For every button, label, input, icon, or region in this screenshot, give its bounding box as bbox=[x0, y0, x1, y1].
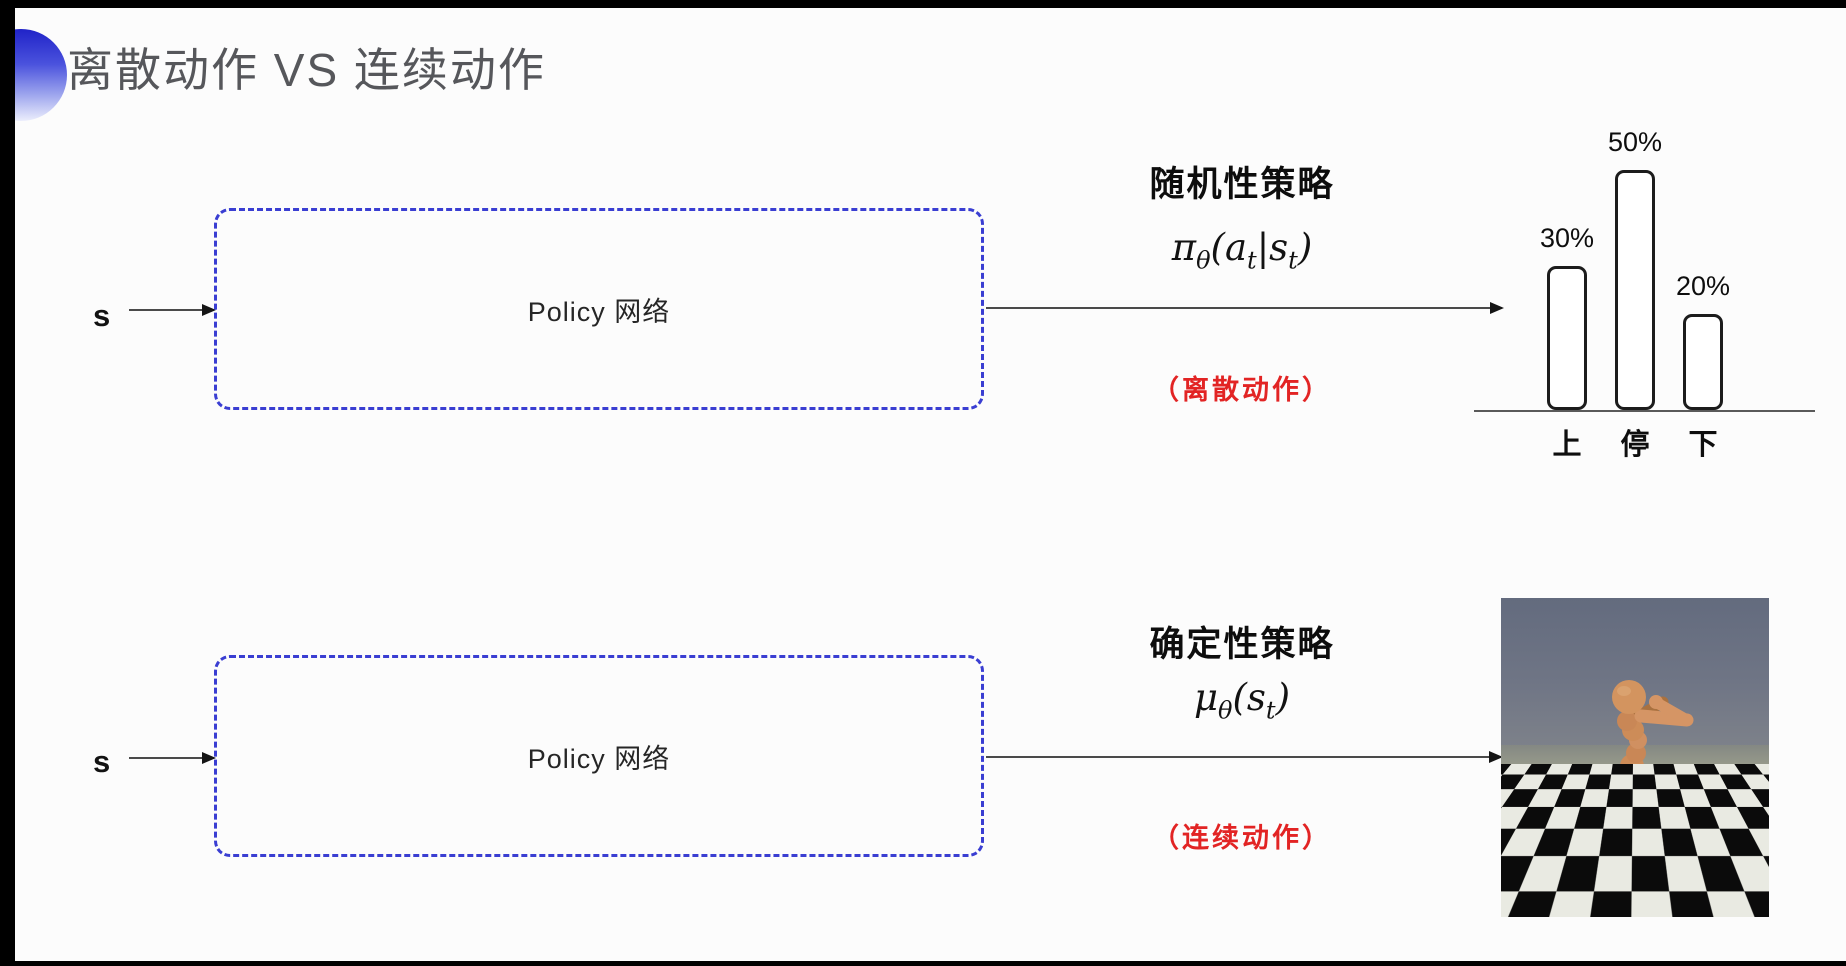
formula-subscript: t bbox=[1288, 246, 1298, 275]
state-input-label-bottom: s bbox=[93, 744, 111, 779]
state-input-label-top: s bbox=[93, 298, 111, 333]
policy-network-label-top: Policy 网络 bbox=[527, 296, 671, 327]
discrete-action-note: （离散动作） bbox=[1152, 375, 1332, 405]
deterministic-policy-title: 确定性策略 bbox=[1149, 625, 1335, 664]
probability-bar-column: 30% bbox=[1540, 103, 1594, 410]
bar-category-label: 上 bbox=[1552, 429, 1582, 461]
arrow-policy-to-output-top bbox=[986, 302, 1504, 314]
chart-category-labels: 上停下 bbox=[1474, 421, 1815, 463]
formula-part: |s bbox=[1256, 226, 1289, 269]
page-title: 离散动作 VS 连续动作 bbox=[67, 44, 546, 96]
slide-canvas: 离散动作 VS 连续动作 s Policy 网络 随机性策略 πθ(at|st)… bbox=[15, 8, 1846, 961]
stochastic-policy-title: 随机性策略 bbox=[1149, 165, 1335, 204]
title-accent-dot-icon bbox=[15, 29, 67, 121]
humanoid-robot-figure bbox=[1577, 680, 1694, 903]
humanoid-simulation-image bbox=[1501, 598, 1769, 917]
arrow-state-to-policy-top bbox=[129, 304, 216, 316]
chart-axis-baseline bbox=[1474, 410, 1815, 412]
probability-bar-column: 20% bbox=[1676, 103, 1730, 410]
bar-value-label: 20% bbox=[1675, 271, 1731, 301]
deterministic-policy-formula: μθ(st) bbox=[1062, 676, 1422, 724]
formula-symbol: π bbox=[1171, 226, 1197, 269]
bar-value-label: 50% bbox=[1607, 127, 1663, 157]
probability-bar bbox=[1615, 170, 1655, 410]
chart-bars-area: 30% 50% 20% bbox=[1474, 103, 1815, 410]
bar-category-label: 停 bbox=[1620, 429, 1650, 461]
arrow-policy-to-output-bottom bbox=[986, 751, 1503, 763]
formula-part: ) bbox=[1275, 676, 1291, 719]
stochastic-policy-formula: πθ(at|st) bbox=[1062, 226, 1422, 274]
policy-network-label-bottom: Policy 网络 bbox=[527, 743, 671, 774]
formula-subscript: t bbox=[1265, 696, 1276, 725]
arrow-state-to-policy-bottom bbox=[129, 752, 216, 764]
bar-value-label: 30% bbox=[1539, 223, 1595, 253]
formula-subscript: θ bbox=[1196, 246, 1211, 275]
formula-symbol: μ bbox=[1193, 676, 1219, 719]
policy-network-box-top: Policy 网络 bbox=[214, 208, 984, 410]
formula-part: (a bbox=[1210, 226, 1248, 269]
policy-network-box-bottom: Policy 网络 bbox=[214, 655, 984, 857]
action-probability-chart: 30% 50% 20% bbox=[1474, 103, 1815, 412]
formula-subscript: t bbox=[1247, 246, 1257, 275]
bar-category-label: 下 bbox=[1688, 429, 1718, 461]
probability-bar bbox=[1683, 314, 1723, 410]
formula-part: (s bbox=[1232, 676, 1266, 719]
probability-bar-column: 50% bbox=[1608, 103, 1662, 410]
formula-part: ) bbox=[1297, 226, 1313, 269]
probability-bar bbox=[1547, 266, 1587, 410]
continuous-action-note: （连续动作） bbox=[1152, 823, 1332, 853]
formula-subscript: θ bbox=[1218, 696, 1233, 725]
